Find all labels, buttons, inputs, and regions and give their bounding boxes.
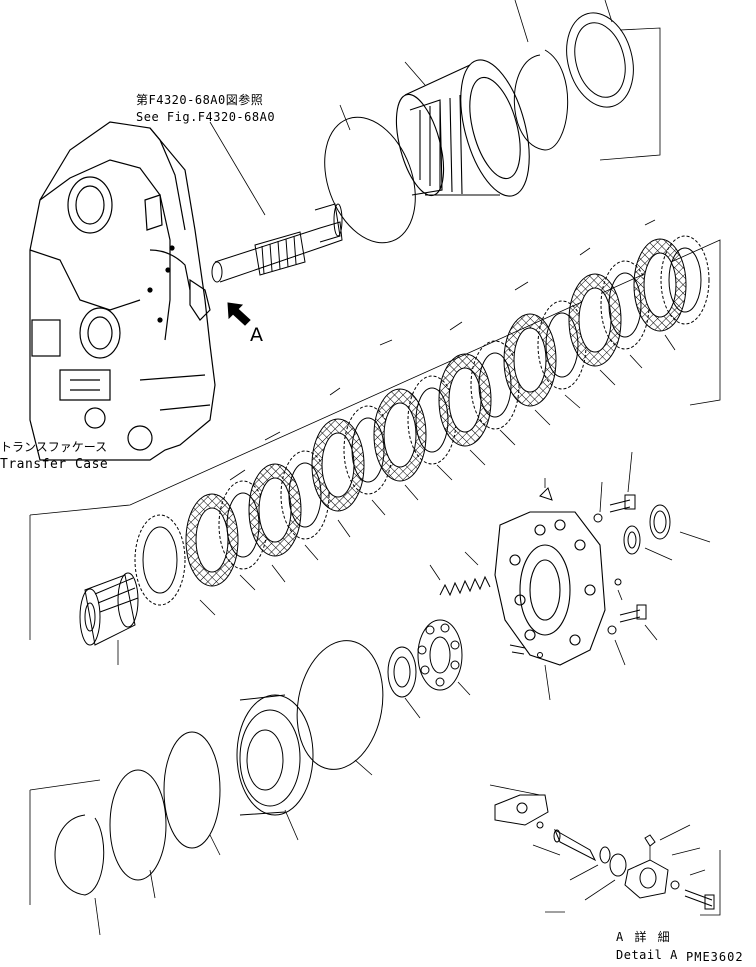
detail-label-english: Detail A	[616, 948, 678, 962]
clutch-disc-pack	[29, 219, 721, 640]
transfer-case-housing	[29, 121, 216, 461]
snap-ring	[513, 49, 569, 151]
seal-ring-1	[163, 731, 221, 849]
reference-note-english: See Fig.F4320-68A0	[136, 110, 276, 124]
spring	[439, 575, 491, 597]
view-arrow-label: A	[250, 324, 263, 346]
piston-housing	[494, 511, 606, 666]
end-plate	[566, 12, 634, 108]
detail-label-japanese: A 詳 細	[616, 930, 672, 944]
o-ring	[324, 116, 416, 244]
reference-note-japanese: 第F4320-68A0図参照	[136, 93, 264, 107]
transfer-case-label-japanese: トランスファケース	[0, 440, 108, 454]
retainer-plate	[236, 694, 314, 816]
roller-bearing	[79, 572, 139, 646]
snap-ring-lower	[54, 814, 105, 896]
seal	[387, 646, 417, 698]
drawing-code: PME3602	[686, 950, 744, 964]
seal-ring-2	[109, 769, 167, 881]
view-arrow-icon	[227, 302, 251, 326]
detail-a	[489, 784, 721, 916]
clutch-drum	[395, 59, 530, 197]
transfer-case-label-english: Transfer Case	[0, 457, 109, 472]
ball-bearing	[417, 619, 463, 691]
bolts-and-washers	[509, 451, 711, 701]
o-ring-lower	[296, 640, 384, 770]
output-shaft	[211, 203, 343, 283]
